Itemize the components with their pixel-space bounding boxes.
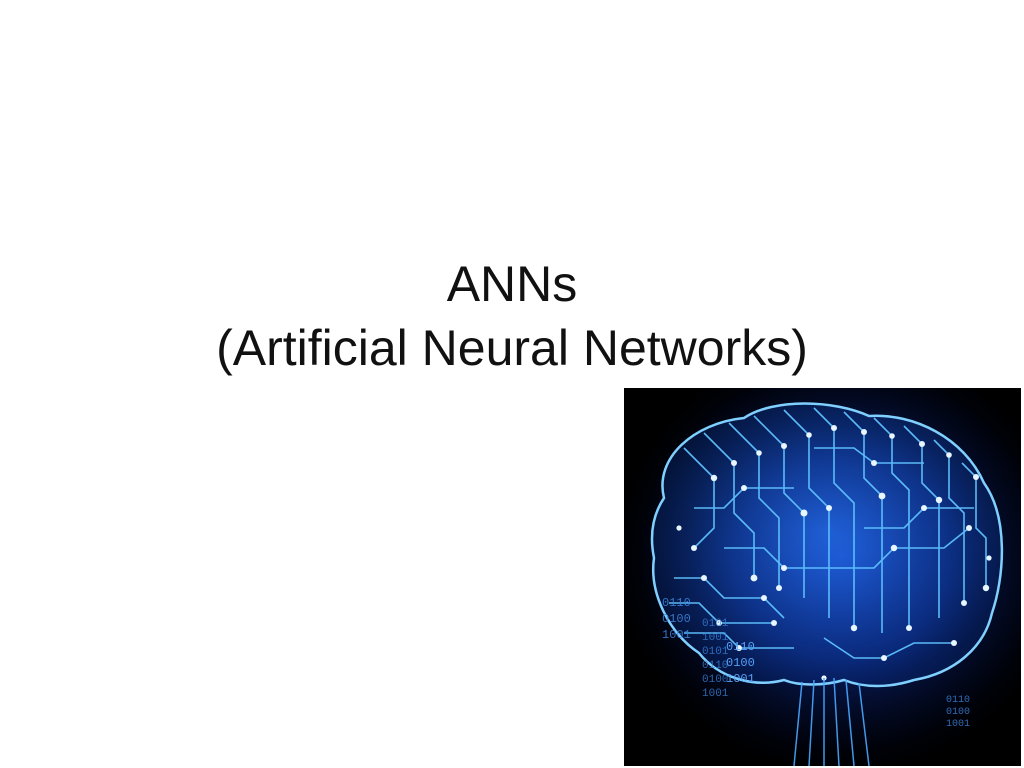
binary-text: 0110 — [662, 596, 691, 610]
binary-text: 0110 — [726, 640, 755, 654]
slide-title: ANNs (Artificial Neural Networks) — [0, 252, 1024, 380]
binary-text: 0101 — [702, 646, 729, 658]
binary-text: 1001 — [662, 628, 691, 642]
binary-text: 0100 — [662, 612, 691, 626]
binary-text: 0110 — [946, 695, 970, 706]
binary-text: 0110 — [702, 660, 728, 672]
binary-text: 1001 — [946, 719, 970, 730]
brain-circuit-illustration: 0110 0100 1001 0101 1001 0101 0110 0100 … — [624, 388, 1021, 766]
title-line-1: ANNs — [446, 256, 578, 312]
binary-text: 1001 — [702, 632, 729, 644]
binary-text: 0100 — [702, 674, 728, 686]
binary-text: 0101 — [702, 618, 729, 630]
binary-text: 1001 — [726, 672, 755, 686]
binary-text: 0100 — [946, 707, 970, 718]
brain-circuit-image: 0110 0100 1001 0101 1001 0101 0110 0100 … — [624, 388, 1021, 766]
binary-text: 1001 — [702, 688, 729, 700]
binary-text: 0100 — [726, 656, 755, 670]
title-line-2: (Artificial Neural Networks) — [216, 320, 808, 376]
